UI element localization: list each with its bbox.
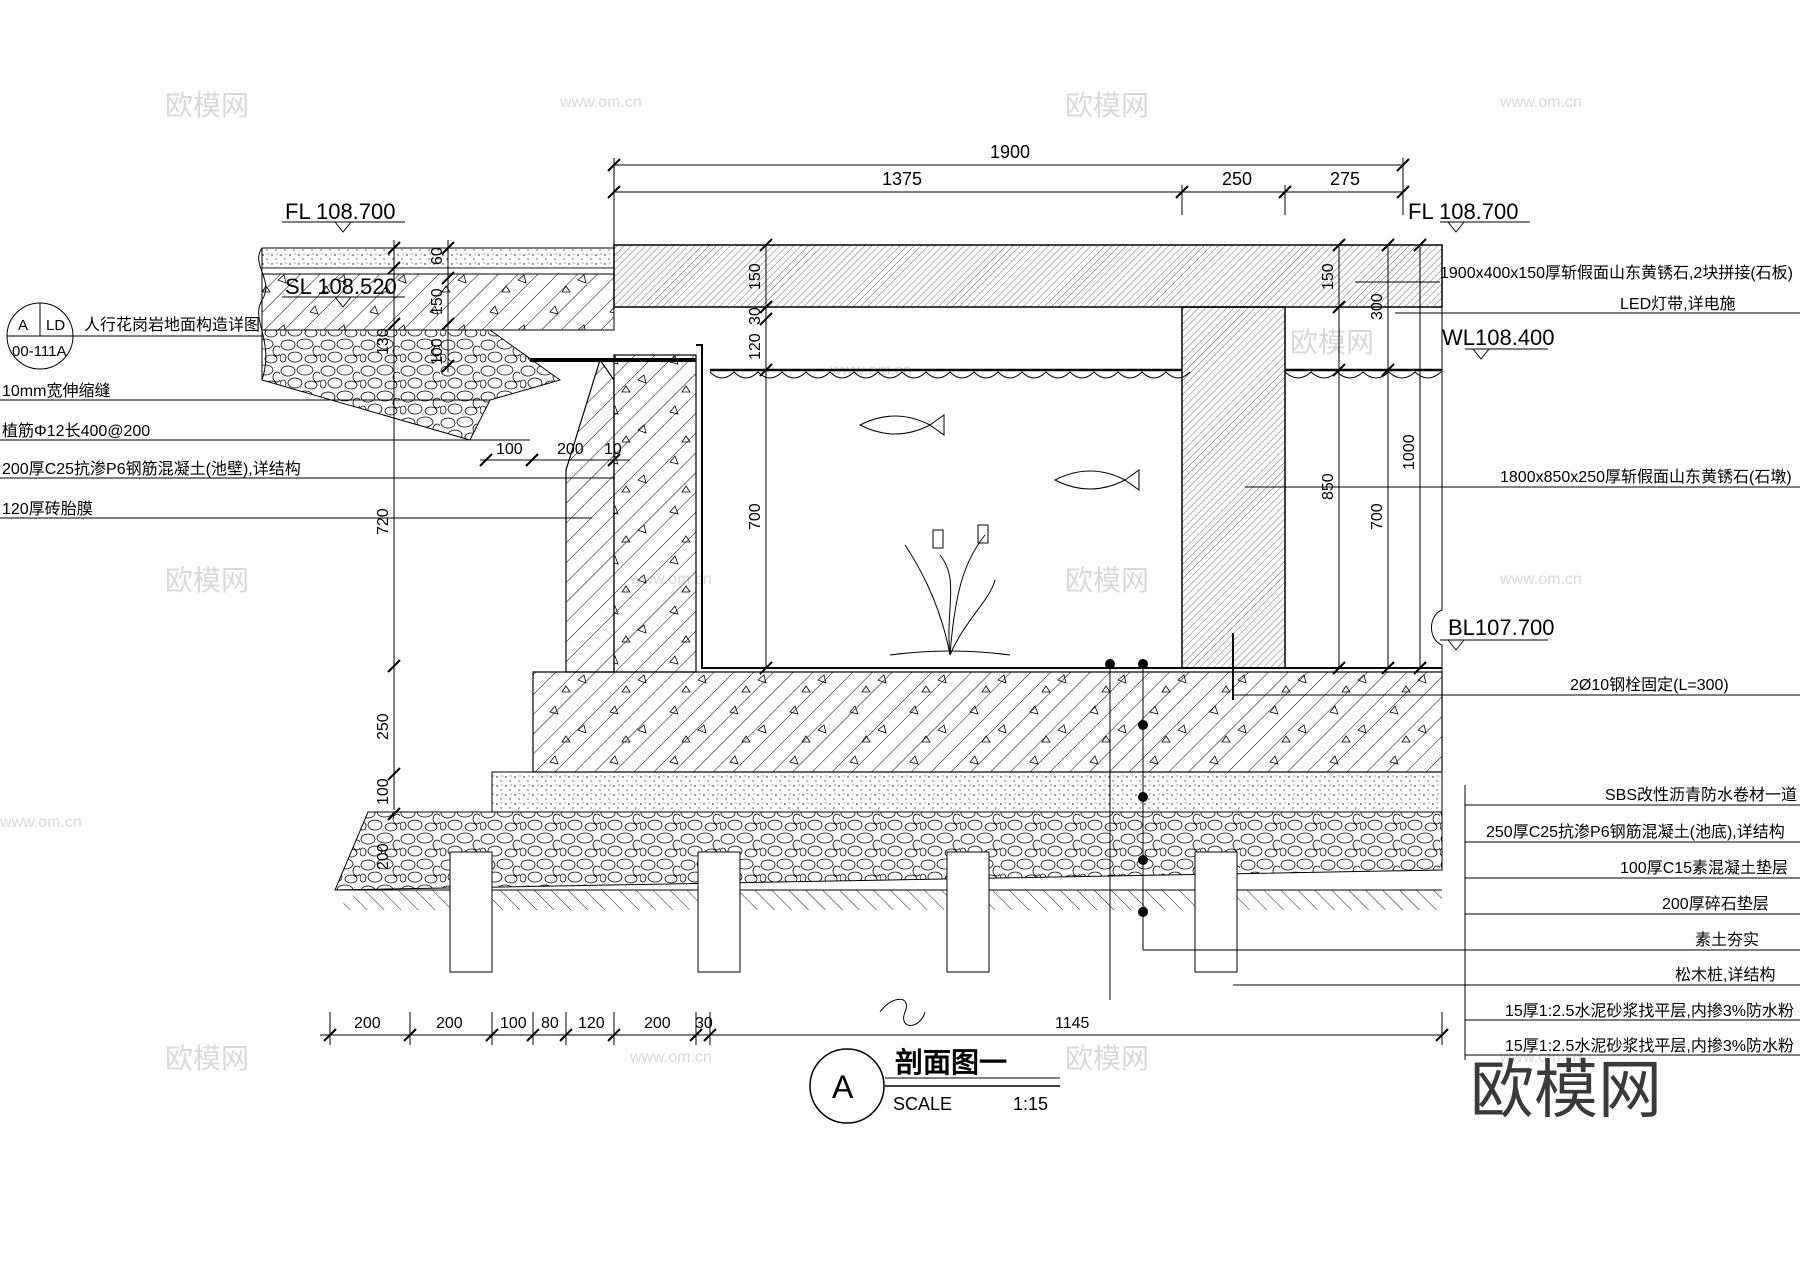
dim-200: 200	[375, 843, 392, 870]
bottom-dimensions	[320, 998, 1449, 1045]
watermark-brand: 欧模网	[1290, 327, 1374, 358]
note-gravel-bed: 200厚碎石垫层	[1662, 895, 1769, 913]
dim-pool-120: 120	[747, 333, 764, 360]
dim-250: 250	[375, 713, 392, 740]
dim-bottom-4: 80	[541, 1015, 559, 1032]
dim-pool-30: 30	[747, 307, 764, 325]
level-wl-right: WL108.400	[1442, 325, 1555, 350]
right-leaders	[1109, 281, 1800, 1060]
fish-icon	[858, 414, 1140, 491]
note-pine-piles: 松木桩,详结构	[1675, 966, 1775, 984]
dim-bottom-6: 200	[644, 1015, 671, 1032]
dim-bottom-5: 120	[578, 1015, 605, 1032]
note-brick-form: 120厚砖胎膜	[2, 500, 93, 518]
watermark-brand: 欧模网	[165, 565, 249, 596]
dim-right-300: 300	[1369, 293, 1386, 320]
detail-ref-code: LD	[46, 317, 65, 334]
dim-60: 60	[429, 247, 446, 265]
dim-wall-200: 200	[557, 441, 584, 458]
watermark-url: www.om.cn	[0, 814, 82, 831]
dim-100: 100	[429, 338, 446, 365]
dim-pool-150: 150	[747, 263, 764, 290]
note-pool-bottom: 250厚C25抗渗P6钢筋混凝土(池底),详结构	[1486, 823, 1785, 841]
note-led-strip: LED灯带,详电施	[1620, 295, 1736, 313]
dim-overall: 1900	[990, 142, 1030, 162]
note-stone-pier: 1800x850x250厚斩假面山东黄锈石(石墩)	[1500, 468, 1792, 486]
leader-dots	[1105, 659, 1148, 917]
watermark-brand: 欧模网	[1065, 90, 1149, 121]
dim-right-150: 150	[1320, 263, 1337, 290]
level-bl-right: BL107.700	[1448, 615, 1554, 640]
watermark-brand: 欧模网	[1065, 1043, 1149, 1074]
note-steel-bolt: 2Ø10钢栓固定(L=300)	[1570, 676, 1729, 694]
level-sl-left: SL 108.520	[285, 274, 397, 299]
dim-seg3: 275	[1330, 169, 1360, 189]
dim-bottom-2: 200	[436, 1015, 463, 1032]
dim-720: 720	[375, 508, 392, 535]
level-fl-left: FL 108.700	[285, 199, 396, 224]
right-dimensions	[1332, 238, 1427, 675]
left-leaders	[0, 399, 615, 519]
watermark-brand: 欧模网	[165, 90, 249, 121]
dim-130: 130	[375, 328, 392, 355]
dim-seg2: 250	[1222, 169, 1252, 189]
watermark-url: www.om.cn	[1499, 571, 1582, 588]
detail-reference	[6, 302, 262, 370]
top-dimensions	[607, 158, 1410, 245]
left-pavement	[258, 247, 615, 441]
dim-bottom-7: 30	[695, 1015, 713, 1032]
note-rebar: 植筋Φ12长400@200	[2, 422, 150, 440]
title-name: 剖面图一	[895, 1047, 1007, 1078]
dim-seg1: 1375	[882, 169, 922, 189]
pool-dimensions	[759, 238, 773, 675]
dim-right-700: 700	[1369, 503, 1386, 530]
stone-pier	[1181, 306, 1286, 700]
dim-bottom-8: 1145	[1055, 1015, 1090, 1032]
level-markers	[282, 221, 1548, 651]
dim-bottom-3: 100	[500, 1015, 527, 1032]
watermark-logo: 欧模网	[1470, 1054, 1662, 1128]
note-mortar-1: 15厚1:2.5水泥砂浆找平层,内掺3%防水粉	[1505, 1002, 1794, 1020]
note-compacted-soil: 素土夯实	[1695, 931, 1759, 949]
watermark-brand: 欧模网	[165, 1043, 249, 1074]
dim-pool-700: 700	[747, 503, 764, 530]
watermark-brand: 欧模网	[1065, 565, 1149, 596]
foundation-layers	[334, 671, 1443, 973]
note-mortar-2: 15厚1:2.5水泥砂浆找平层,内掺3%防水粉	[1505, 1037, 1794, 1055]
stone-slab	[613, 244, 1443, 308]
note-pool-wall: 200厚C25抗渗P6钢筋混凝土(池壁),详结构	[2, 459, 301, 478]
detail-ref-letter: A	[18, 317, 28, 334]
dim-right-1000: 1000	[1401, 434, 1418, 470]
dim-100b: 100	[375, 778, 392, 805]
watermark-url: www.om.cn	[559, 94, 642, 111]
pool-wall-left	[530, 344, 1442, 673]
dim-150: 150	[429, 288, 446, 315]
watermark-url: www.om.cn	[1499, 1049, 1582, 1066]
watermark-url: www.om.cn	[1499, 94, 1582, 111]
title-scale-value: 1:15	[1013, 1094, 1048, 1114]
note-expansion-joint: 10mm宽伸缩缝	[2, 382, 110, 400]
note-stone-slab: 1900x400x150厚斩假面山东黄锈石,2块拼接(石板)	[1440, 264, 1793, 282]
water	[709, 368, 1442, 656]
dim-wall-10: 10	[604, 441, 622, 458]
plant-icon	[889, 524, 1011, 656]
title-letter: A	[832, 1069, 854, 1105]
note-c15-bed: 100厚C15素混凝土垫层	[1620, 859, 1788, 877]
dim-wall-100: 100	[496, 441, 523, 458]
note-sbs-membrane: SBS改性沥青防水卷材一道	[1605, 786, 1797, 804]
note-pavement-detail: 人行花岗岩地面构造详图	[84, 316, 260, 334]
level-fl-right: FL 108.700	[1408, 199, 1519, 224]
dim-bottom-1: 200	[354, 1015, 381, 1032]
title-scale-label: SCALE	[893, 1094, 952, 1114]
left-dimensions	[387, 240, 630, 821]
watermark-url: www.om.cn	[629, 1049, 712, 1066]
section-title	[809, 1048, 1060, 1124]
detail-ref-sheet: 00-111A	[12, 343, 67, 360]
